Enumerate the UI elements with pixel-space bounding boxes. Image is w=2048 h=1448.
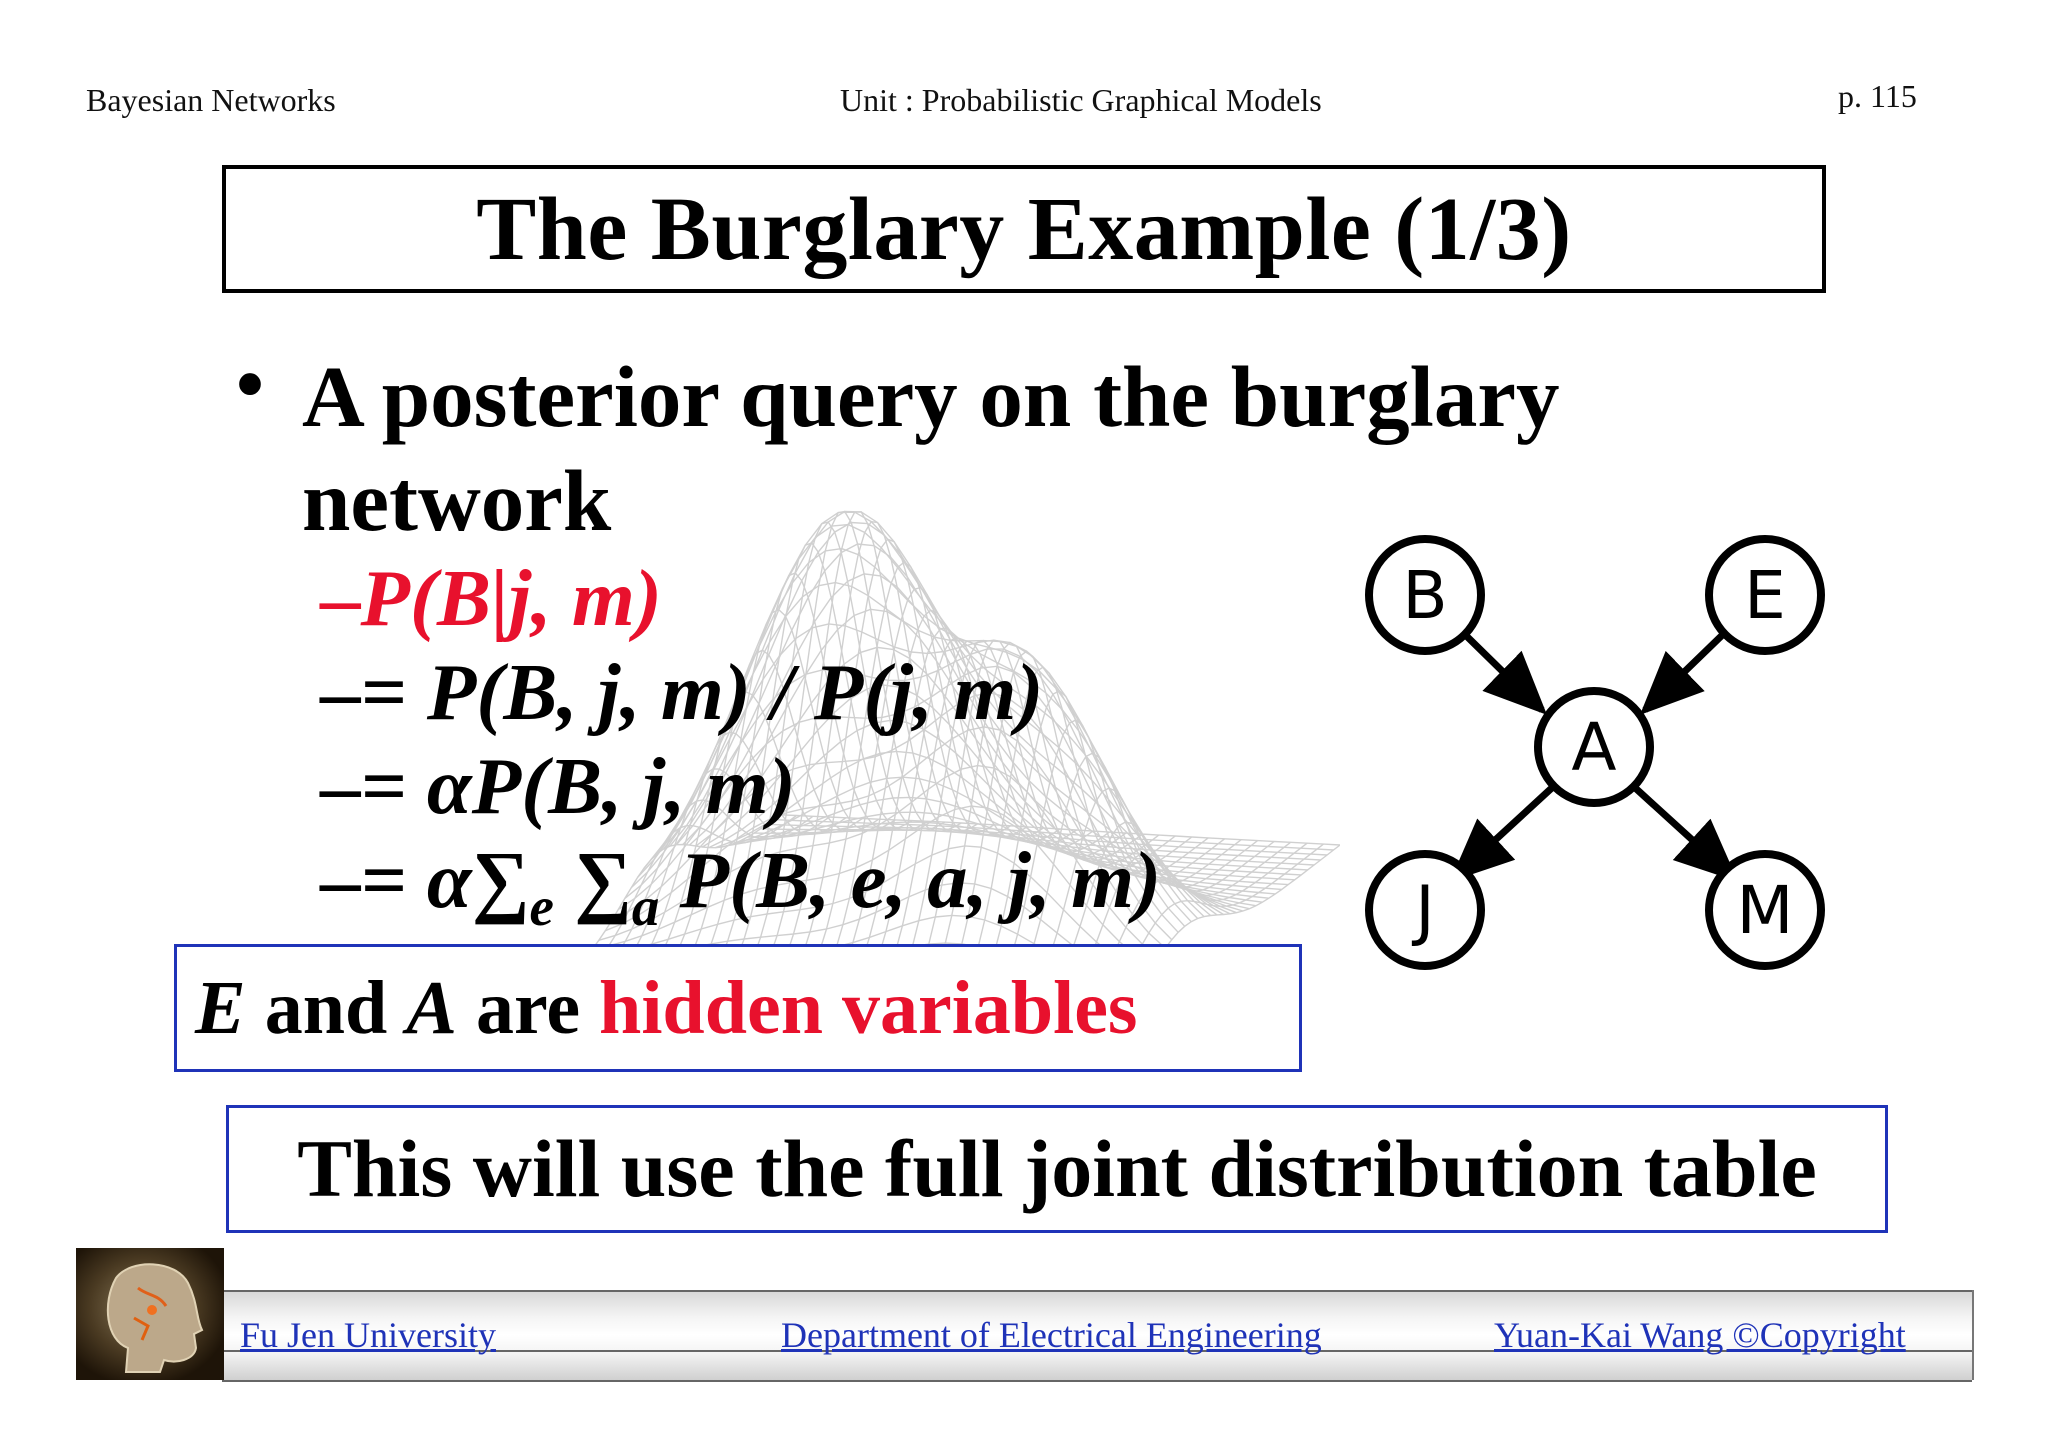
svg-text:E: E xyxy=(1744,557,1786,634)
joint-distribution-note: This will use the full joint distributio… xyxy=(226,1105,1888,1233)
surface-grid-line xyxy=(611,692,1173,941)
surface-grid-line xyxy=(630,623,1192,923)
formula-line-4: –= α∑e ∑a P(B, e, a, j, m) xyxy=(320,835,1162,937)
formula-line-3: –= αP(B, j, m) xyxy=(320,741,796,831)
bullet-marker: • xyxy=(236,341,265,429)
footer-top-rule xyxy=(222,1290,1972,1292)
header-center: Unit : Probabilistic Graphical Models xyxy=(840,82,1322,118)
node-b: B xyxy=(1365,535,1485,655)
surface-grid-line xyxy=(675,543,1237,914)
burglary-network-diagram: B E A J M xyxy=(1365,535,1825,970)
surface-grid-line xyxy=(624,648,1186,927)
surface-grid-line xyxy=(637,581,1199,919)
footer-copyright-link[interactable]: Yuan-Kai Wang ©Copyright xyxy=(1494,1315,1906,1355)
edge-a-to-m xyxy=(1629,782,1739,882)
surface-grid-line xyxy=(760,828,1321,861)
node-e: E xyxy=(1705,535,1825,655)
node-a: A xyxy=(1534,687,1654,807)
surface-grid-line xyxy=(767,823,1328,856)
title-box: The Burglary Example (1/3) xyxy=(222,165,1826,293)
surface-grid-line xyxy=(643,547,1205,918)
surface-grid-line xyxy=(754,829,1315,866)
svg-text:J: J xyxy=(1411,872,1434,949)
svg-text:M: M xyxy=(1737,872,1794,949)
formula-line-2: –= P(B, j, m) / P(j, m) xyxy=(320,647,1044,737)
footer-department-link[interactable]: Department of Electrical Engineering xyxy=(781,1315,1322,1355)
surface-grid-line xyxy=(585,845,1147,978)
footer-bar xyxy=(222,1290,1974,1380)
surface-grid-line xyxy=(721,776,1282,891)
edge-a-to-j xyxy=(1449,782,1558,882)
hidden-variables-note: E and A are hidden variables xyxy=(174,944,1302,1072)
university-logo-icon xyxy=(76,1248,224,1380)
surface-grid-line xyxy=(702,684,1263,903)
surface-grid-line xyxy=(662,510,1224,916)
node-m: M xyxy=(1705,850,1825,970)
surface-grid-line xyxy=(728,796,1289,886)
surface-grid-line xyxy=(708,719,1269,899)
footer-university-link[interactable]: Fu Jen University xyxy=(240,1315,496,1355)
surface-grid-line xyxy=(592,805,1153,968)
svg-text:B: B xyxy=(1402,557,1447,634)
header-left: Bayesian Networks xyxy=(86,82,336,118)
bullet-text: A posterior query on the burglary networ… xyxy=(302,348,1560,549)
node-j: J xyxy=(1365,850,1485,970)
footer-mid-rule xyxy=(222,1350,1972,1352)
surface-grid-line xyxy=(715,750,1276,895)
svg-text:A: A xyxy=(1571,709,1616,786)
surface-grid-line xyxy=(650,523,1212,917)
surface-grid-line xyxy=(669,521,1231,915)
footer-bottom-rule xyxy=(222,1380,1972,1382)
page-number: p. 115 xyxy=(1838,78,1917,114)
surface-grid-line xyxy=(779,814,1340,846)
formula-line-1: –P(B|j, m) xyxy=(320,553,662,643)
slide-title: The Burglary Example (1/3) xyxy=(476,179,1572,279)
surface-grid-line xyxy=(773,818,1334,851)
